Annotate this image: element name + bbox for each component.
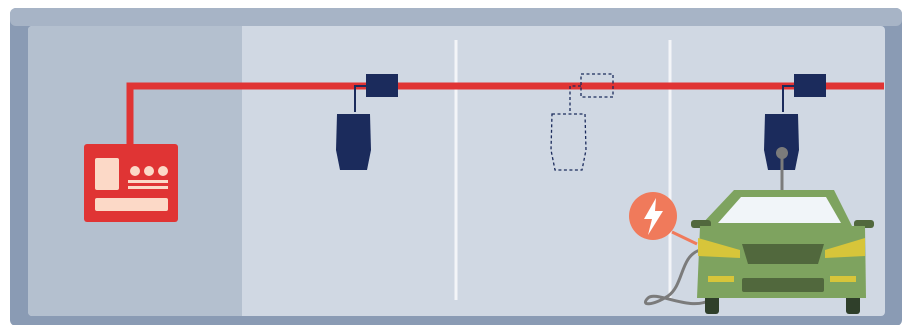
lightning-bolt-icon	[629, 192, 698, 246]
electric-car-icon	[691, 190, 874, 314]
utility-wall-edge	[236, 26, 242, 316]
electrical-panel-icon	[84, 144, 178, 222]
charging-cable	[644, 147, 788, 306]
power-cable	[126, 82, 884, 148]
ev-charger-icon	[336, 74, 398, 170]
ev-charger-placeholder-icon	[550, 73, 614, 171]
ev-charger-icon	[764, 74, 826, 170]
garage-frame-top-strip	[10, 8, 902, 26]
